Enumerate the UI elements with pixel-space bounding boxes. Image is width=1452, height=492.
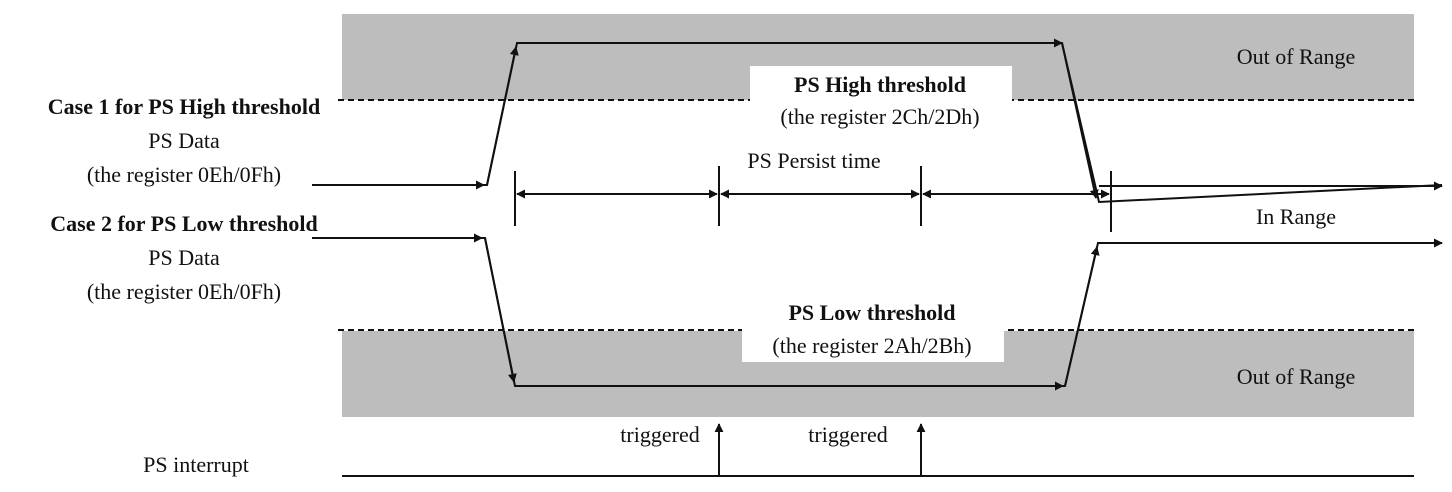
bottom-out-of-range-label: Out of Range (1237, 364, 1356, 389)
low-threshold-register: (the register 2Ah/2Bh) (772, 333, 971, 358)
case2-rise-arrow (1064, 246, 1100, 387)
case1-title: Case 1 for PS High threshold (48, 94, 320, 119)
persist-time-label: PS Persist time (747, 148, 880, 173)
case1-fall-arrow (1061, 42, 1099, 199)
case2-data-label: PS Data (148, 245, 220, 270)
case1-data-label: PS Data (148, 128, 220, 153)
case1-rise-arrow (486, 46, 519, 186)
case2-data-register: (the register 0Eh/0Fh) (87, 279, 281, 304)
interrupt-label: PS interrupt (143, 452, 249, 477)
high-threshold-register: (the register 2Ch/2Dh) (780, 104, 979, 129)
high-threshold-label-bg (750, 66, 1012, 130)
low-threshold-title: PS Low threshold (788, 300, 955, 325)
high-threshold-title: PS High threshold (794, 72, 966, 97)
in-range-label: In Range (1256, 204, 1336, 229)
top-out-of-range-label: Out of Range (1237, 44, 1356, 69)
case2-title: Case 2 for PS Low threshold (50, 211, 317, 236)
case1-data-register: (the register 0Eh/0Fh) (87, 162, 281, 187)
low-threshold-label-bg (742, 296, 1004, 362)
case2-fall-arrow (484, 237, 517, 383)
trigger-label-2: triggered (808, 422, 887, 447)
trigger-label-1: triggered (620, 422, 699, 447)
